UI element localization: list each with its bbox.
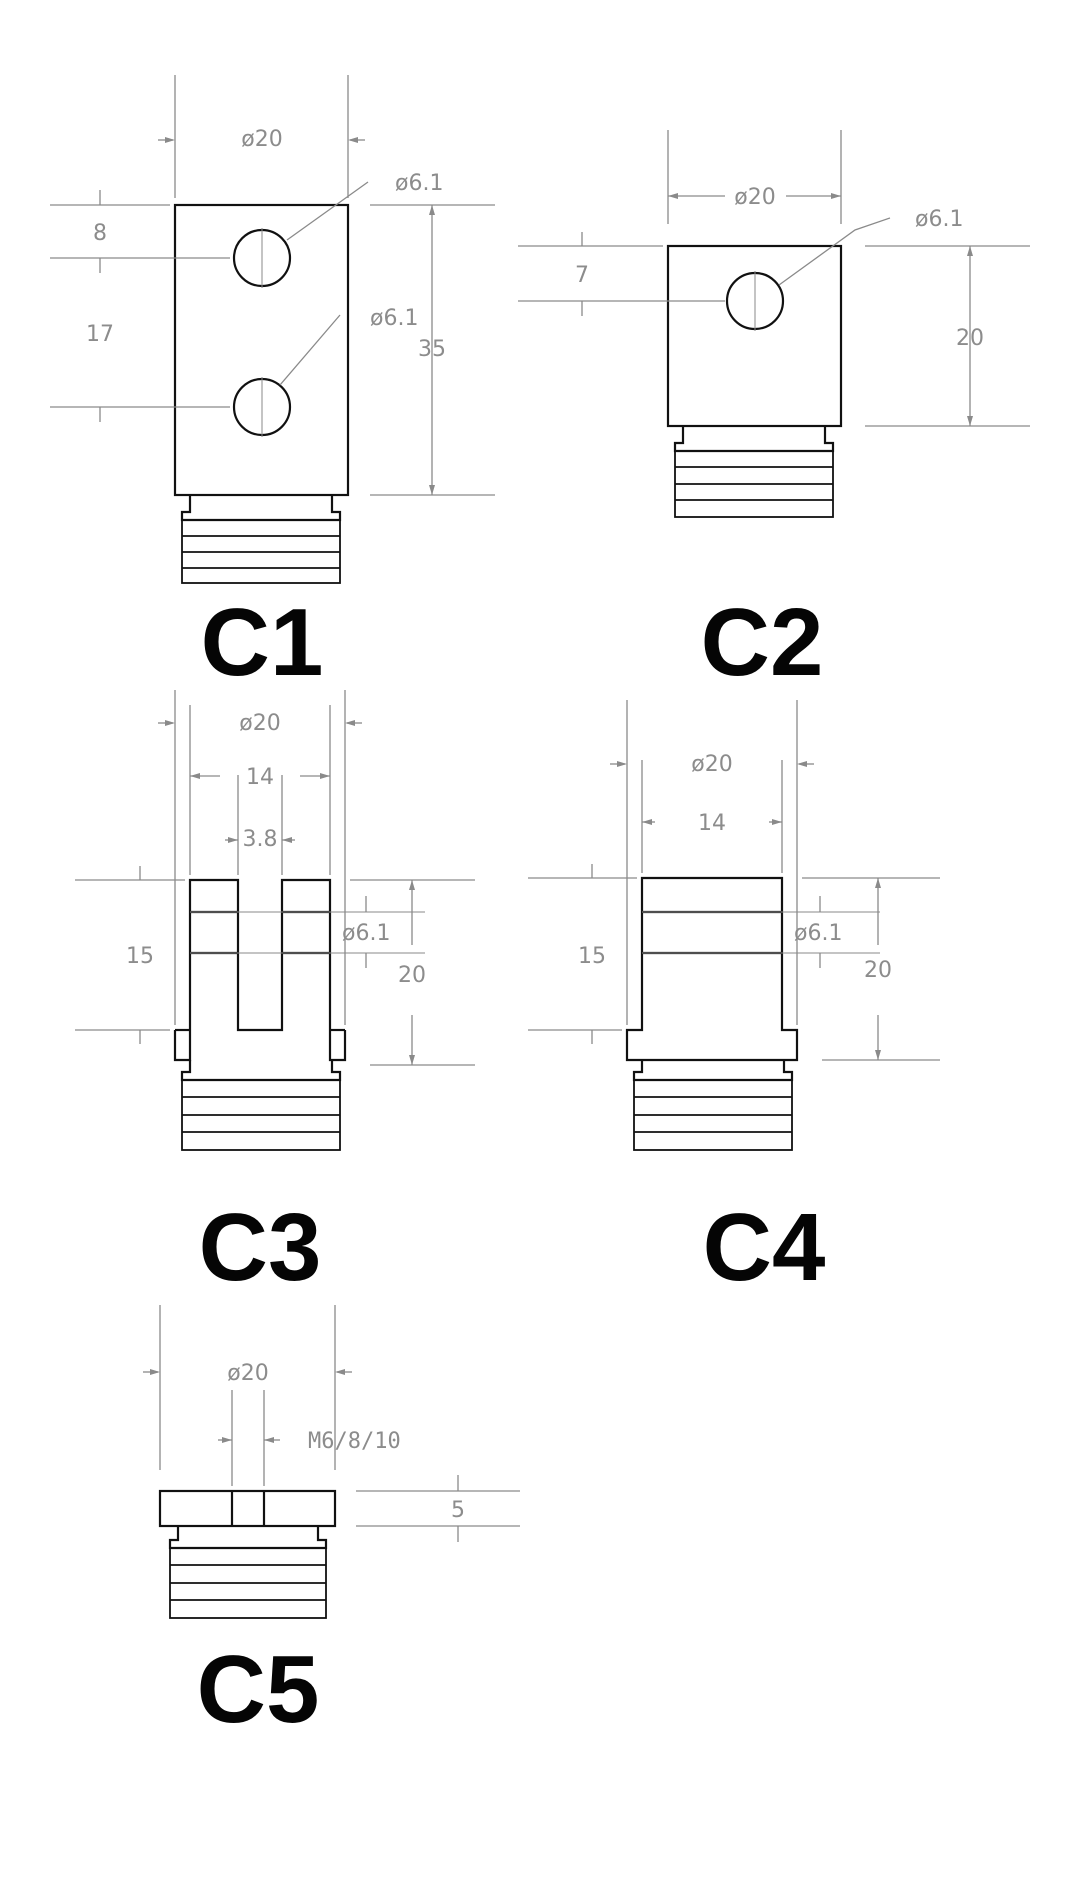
c2-label: C2 [701, 589, 824, 696]
c5-neck [168, 1526, 328, 1550]
c2-offset-label: 7 [575, 263, 589, 288]
c3-hole-label: ø6.1 [342, 921, 390, 946]
c3-slot-label: 3.8 [243, 827, 278, 852]
c3-body [173, 878, 347, 1062]
c1-thread [181, 519, 341, 584]
c4-hole-label: ø6.1 [794, 921, 842, 946]
c4-height-label: 15 [578, 944, 606, 969]
c5-label: C5 [197, 1636, 320, 1743]
c4-label: C4 [703, 1194, 826, 1301]
c5-width-label: ø20 [227, 1361, 268, 1386]
part-c2: ø20 7 20 ø6.1 C2 [518, 130, 1030, 696]
c1-body [173, 203, 350, 497]
c1-hole-top-label: ø6.1 [395, 171, 443, 196]
c4-body [625, 876, 799, 1062]
c5-height-label: 5 [451, 1498, 465, 1523]
c3-width-label: ø20 [239, 711, 280, 736]
c3-height-label: 15 [126, 944, 154, 969]
c3-neck [180, 1060, 342, 1082]
c2-height-label: 20 [956, 326, 984, 351]
c3-label: C3 [199, 1194, 322, 1301]
part-c1: ø20 8 17 35 ø6.1 ø6.1 C1 [50, 75, 495, 696]
part-c3: ø20 14 3.8 15 20 ø6.1 C3 [75, 690, 475, 1301]
c5-head [158, 1489, 337, 1528]
c1-offset-label: 8 [93, 221, 107, 246]
c5-thread [169, 1547, 327, 1619]
c1-width-label: ø20 [241, 127, 282, 152]
c4-inner-label: 14 [698, 811, 726, 836]
c3-inner-label: 14 [246, 765, 274, 790]
c1-spacing-label: 17 [86, 322, 114, 347]
c2-neck [673, 426, 835, 453]
c3-thread [181, 1079, 341, 1151]
c1-label: C1 [201, 589, 324, 696]
c3-overall-label: 20 [398, 963, 426, 988]
c2-body [666, 244, 843, 428]
c4-width-label: ø20 [691, 752, 732, 777]
c1-height-label: 35 [418, 337, 446, 362]
c4-thread [633, 1079, 793, 1151]
c2-width-label: ø20 [734, 185, 775, 210]
c4-neck [632, 1060, 794, 1082]
c2-thread [674, 450, 834, 518]
c1-hole-bottom-label: ø6.1 [370, 306, 418, 331]
c4-overall-label: 20 [864, 958, 892, 983]
c5-thread-label: M6/8/10 [308, 1429, 401, 1454]
c1-neck [180, 495, 342, 522]
c2-hole-label: ø6.1 [915, 207, 963, 232]
part-c5: ø20 M6/8/10 5 C5 [143, 1305, 520, 1743]
part-c4: ø20 14 15 20 ø6.1 C4 [528, 700, 940, 1301]
